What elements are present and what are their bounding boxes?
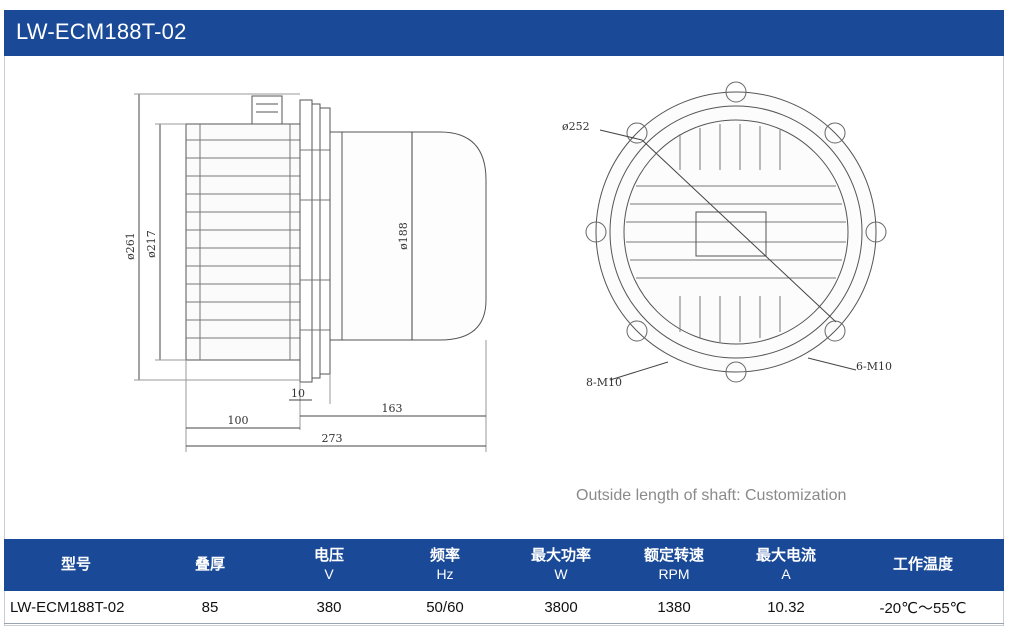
cell-rated-speed: 1380	[618, 591, 730, 624]
technical-drawing: ø261 ø217 ø188 10 163 100 273	[124, 81, 892, 452]
cell-max-power: 3800	[504, 591, 618, 624]
front-view	[585, 81, 887, 383]
dim-outer-diameter: ø261	[124, 232, 137, 260]
dim-bolt-circle: ø252	[562, 120, 590, 133]
cell-operating-temp: -20℃～55℃	[842, 591, 1004, 624]
table-row: LW-ECM188T-02 85 380 50/60 3800 1380 10.…	[4, 591, 1004, 624]
dim-flange: 10	[291, 387, 305, 400]
side-view	[134, 93, 487, 452]
header-stack-thickness: 叠厚	[148, 539, 272, 591]
hole-label-right: 6-M10	[856, 360, 892, 373]
hole-label-left: 8-M10	[586, 376, 622, 389]
model-title: LW-ECM188T-02	[16, 19, 187, 44]
cell-stack-thickness: 85	[148, 591, 272, 624]
cell-model: LW-ECM188T-02	[4, 591, 148, 624]
cell-voltage: 380	[272, 591, 386, 624]
cell-max-current: 10.32	[730, 591, 842, 624]
header-model: 型号	[4, 539, 148, 591]
shaft-note: Outside length of shaft: Customization	[576, 487, 847, 504]
dim-total-length: 273	[322, 432, 343, 445]
dim-inner-diameter: ø217	[145, 230, 158, 258]
header-operating-temp: 工作温度	[842, 539, 1004, 591]
title-bar: LW-ECM188T-02	[4, 10, 1004, 56]
cell-frequency: 50/60	[386, 591, 504, 624]
side-view-dimension-labels: ø261 ø217 ø188 10 163 100 273	[124, 222, 410, 445]
dim-body-diameter: ø188	[397, 222, 410, 250]
dim-front-length: 163	[382, 402, 403, 415]
front-view-labels: ø252 8-M10 6-M10	[562, 120, 892, 389]
dim-rear-length: 100	[228, 414, 249, 427]
